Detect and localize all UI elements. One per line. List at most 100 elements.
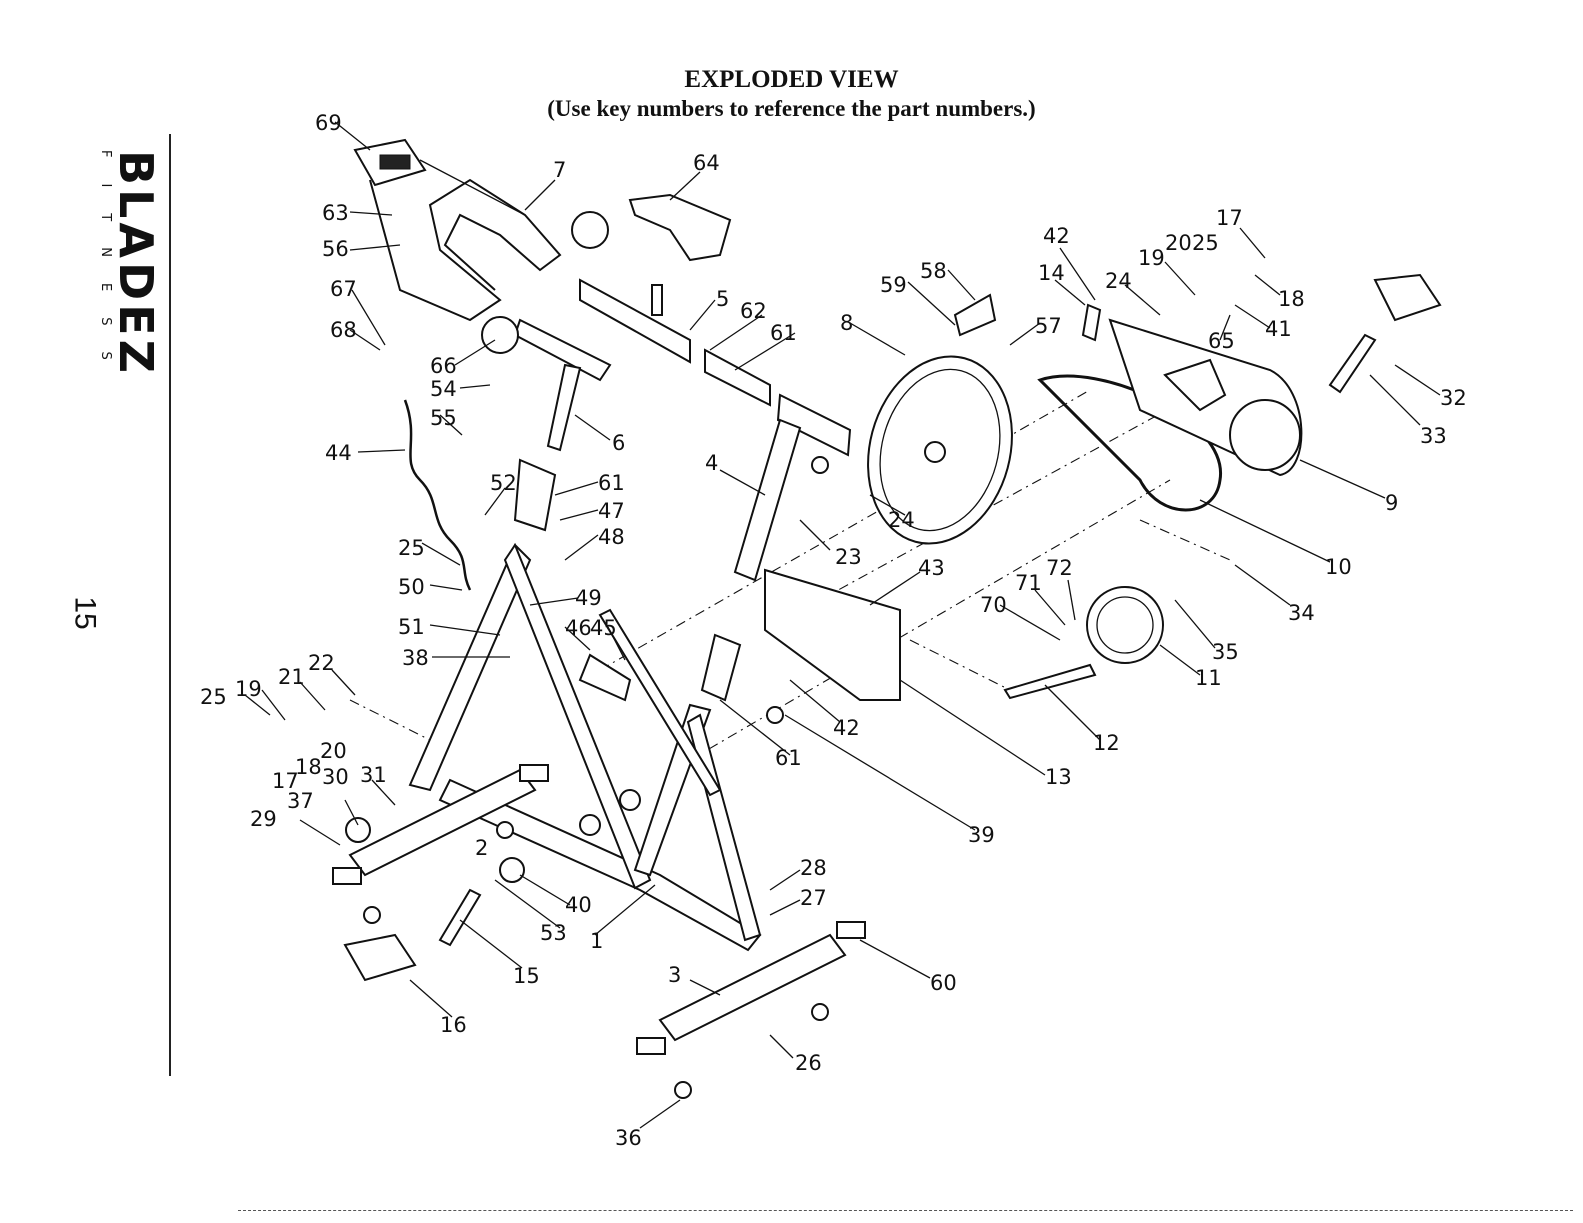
part-label: 72 — [1046, 556, 1073, 580]
part-label: 61 — [770, 321, 797, 345]
part-label: 66 — [430, 354, 457, 378]
part-label: 70 — [980, 593, 1007, 617]
pedals-and-cranks — [343, 273, 1442, 982]
part-label: 46 — [565, 616, 592, 640]
main-frame — [348, 542, 847, 1042]
part-label: 50 — [398, 575, 425, 599]
part-label: 30 — [322, 765, 349, 789]
part-label: 43 — [918, 556, 945, 580]
part-label: 21 — [278, 665, 305, 689]
part-label: 54 — [430, 377, 457, 401]
part-label: 37 — [287, 789, 314, 813]
part-label: 2 — [475, 836, 488, 860]
part-label: 18 — [1278, 287, 1305, 311]
part-label: 69 — [315, 111, 342, 135]
part-label: 38 — [402, 646, 429, 670]
part-label: 20 — [320, 739, 347, 763]
part-label: 6 — [612, 431, 625, 455]
part-label: 62 — [740, 299, 767, 323]
part-label: 33 — [1420, 424, 1447, 448]
part-label: 55 — [430, 406, 457, 430]
part-label: 1 — [590, 929, 603, 953]
part-label: 13 — [1045, 765, 1072, 789]
part-label: 36 — [615, 1126, 642, 1150]
part-label: 27 — [800, 886, 827, 910]
part-label: 16 — [440, 1013, 467, 1037]
part-label: 11 — [1195, 666, 1222, 690]
part-label: 7 — [553, 158, 566, 182]
bladez-fitness-logo: BLADEZ FITNESS — [98, 150, 163, 386]
part-label: 44 — [325, 441, 352, 465]
part-label: 48 — [598, 525, 625, 549]
flywheel — [764, 355, 1013, 701]
part-label: 4 — [705, 451, 718, 475]
part-label: 25 — [1192, 231, 1219, 255]
part-label: 59 — [880, 273, 907, 297]
part-label: 17 — [1216, 206, 1243, 230]
part-label: 65 — [1208, 329, 1235, 353]
part-label: 39 — [968, 823, 995, 847]
part-label: 25 — [200, 685, 227, 709]
part-label: 18 — [295, 755, 322, 779]
part-label: 10 — [1325, 555, 1352, 579]
part-label: 35 — [1212, 640, 1239, 664]
part-label: 45 — [590, 616, 617, 640]
part-label: 41 — [1265, 317, 1292, 341]
part-label: 64 — [693, 151, 720, 175]
part-label: 24 — [888, 508, 915, 532]
part-label: 24 — [1105, 269, 1132, 293]
pulley — [1003, 586, 1164, 700]
part-label: 49 — [575, 586, 602, 610]
part-label: 61 — [775, 746, 802, 770]
part-label: 61 — [598, 471, 625, 495]
part-label: 40 — [565, 893, 592, 917]
part-label: 67 — [330, 277, 357, 301]
posts — [513, 278, 852, 702]
part-label: 53 — [540, 921, 567, 945]
part-label: 34 — [1288, 601, 1315, 625]
bottom-dashed-rule — [238, 1210, 1573, 1211]
handlebar — [353, 138, 562, 322]
part-label: 15 — [513, 964, 540, 988]
part-label: 3 — [668, 963, 681, 987]
part-label: 12 — [1093, 731, 1120, 755]
svg-text:BLADEZ: BLADEZ — [109, 150, 163, 377]
part-label: 17 — [272, 769, 299, 793]
part-label: 57 — [1035, 314, 1062, 338]
leader-lines — [244, 121, 1441, 1129]
part-label: 14 — [1038, 261, 1065, 285]
part-label: 20 — [1165, 231, 1192, 255]
part-label: 22 — [308, 651, 335, 675]
part-label: 23 — [835, 545, 862, 569]
belt-and-guard — [1037, 318, 1303, 512]
part-label: 47 — [598, 499, 625, 523]
part-label: 5 — [716, 287, 729, 311]
part-label: 52 — [490, 471, 517, 495]
small-parts — [332, 211, 1102, 1099]
part-label: 25 — [398, 536, 425, 560]
part-label: 19 — [235, 677, 262, 701]
part-label: 51 — [398, 615, 425, 639]
part-label: 8 — [840, 311, 853, 335]
page-title: EXPLODED VIEW — [684, 66, 899, 93]
part-labels: 1 2 3 4 5 6 7 8 9 10 11 12 13 14 15 16 1… — [200, 111, 1467, 1150]
left-margin-rule — [169, 134, 171, 1076]
part-label: 42 — [833, 716, 860, 740]
part-label: 29 — [250, 807, 277, 831]
svg-text:FITNESS: FITNESS — [98, 150, 113, 386]
part-label: 42 — [1043, 224, 1070, 248]
part-label: 60 — [930, 971, 957, 995]
part-label: 31 — [360, 763, 387, 787]
page-subtitle: (Use key numbers to reference the part n… — [547, 96, 1036, 121]
part-label: 28 — [800, 856, 827, 880]
part-label: 32 — [1440, 386, 1467, 410]
saddle — [628, 193, 732, 316]
part-label: 56 — [322, 237, 349, 261]
part-label: 63 — [322, 201, 349, 225]
part-label: 19 — [1138, 246, 1165, 270]
part-label: 71 — [1015, 571, 1042, 595]
part-label: 26 — [795, 1051, 822, 1075]
part-label: 68 — [330, 318, 357, 342]
